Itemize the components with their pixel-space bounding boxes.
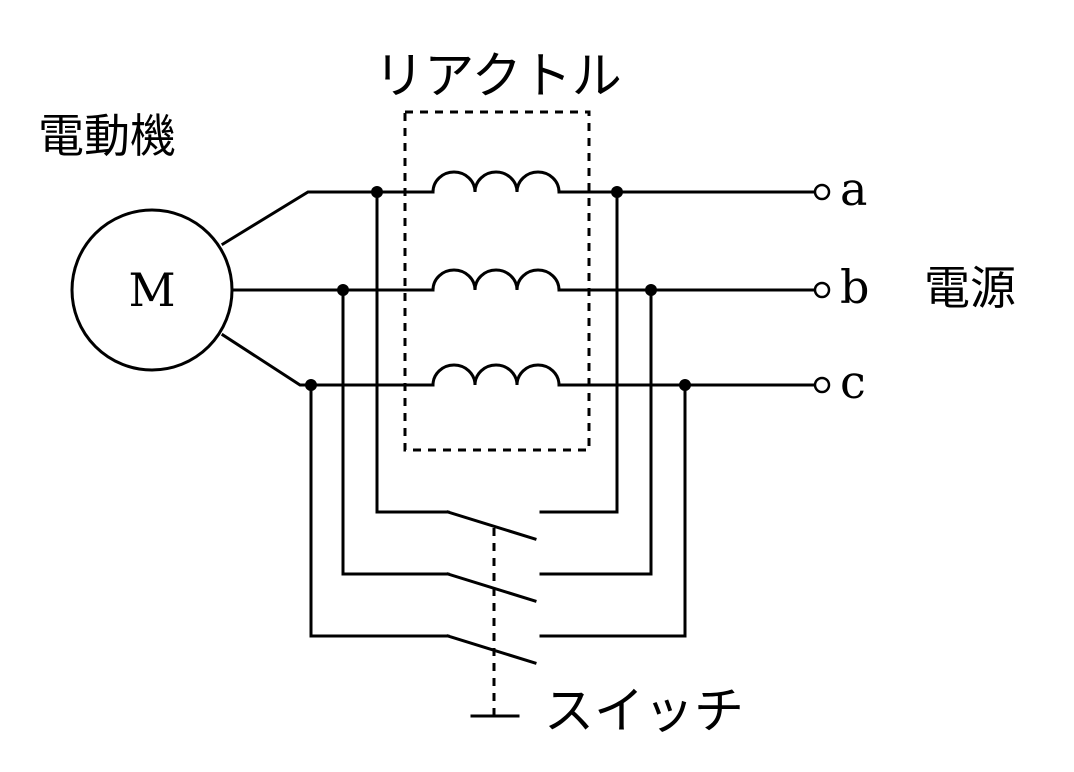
switch-c-blade xyxy=(446,634,537,665)
motor: M xyxy=(70,208,234,372)
terminal-a: a xyxy=(813,162,867,216)
terminal-b-circle xyxy=(813,281,831,299)
phase-a-line xyxy=(220,170,817,247)
switch-a-motor-lead xyxy=(375,190,450,514)
motor-label: 電動機 xyxy=(38,109,176,163)
phase-c-motor-wire xyxy=(220,332,435,387)
reactor-coil-a xyxy=(431,170,561,193)
terminal-b: b xyxy=(813,260,869,314)
switch-a-source-lead xyxy=(539,190,619,514)
reactor-label: リアクトル xyxy=(374,47,622,105)
reactor-enclosure xyxy=(403,110,591,452)
power-source-label: 電源 xyxy=(924,261,1016,315)
terminal-b-label: b xyxy=(840,260,869,314)
phase-b-line xyxy=(230,268,817,296)
switch-b-blade xyxy=(446,572,537,603)
switch-b-motor-lead xyxy=(341,288,450,576)
switch-label: スイッチ xyxy=(544,682,744,740)
terminal-a-label: a xyxy=(840,162,867,216)
reactor-coil-b xyxy=(431,268,561,291)
bypass-switch xyxy=(309,190,687,718)
reactor-coil-c xyxy=(431,363,561,386)
switch-a-blade xyxy=(446,510,537,541)
terminal-a-circle xyxy=(813,183,831,201)
phase-c-line xyxy=(220,332,817,391)
terminal-c-label: c xyxy=(840,355,866,409)
switch-c-source-lead xyxy=(539,383,687,638)
motor-symbol: M xyxy=(128,263,175,317)
terminal-c: c xyxy=(813,355,866,409)
phase-a-motor-wire xyxy=(220,190,435,247)
switch-c-motor-lead xyxy=(309,383,450,638)
switch-b-source-lead xyxy=(539,288,653,576)
terminal-c-circle xyxy=(813,376,831,394)
